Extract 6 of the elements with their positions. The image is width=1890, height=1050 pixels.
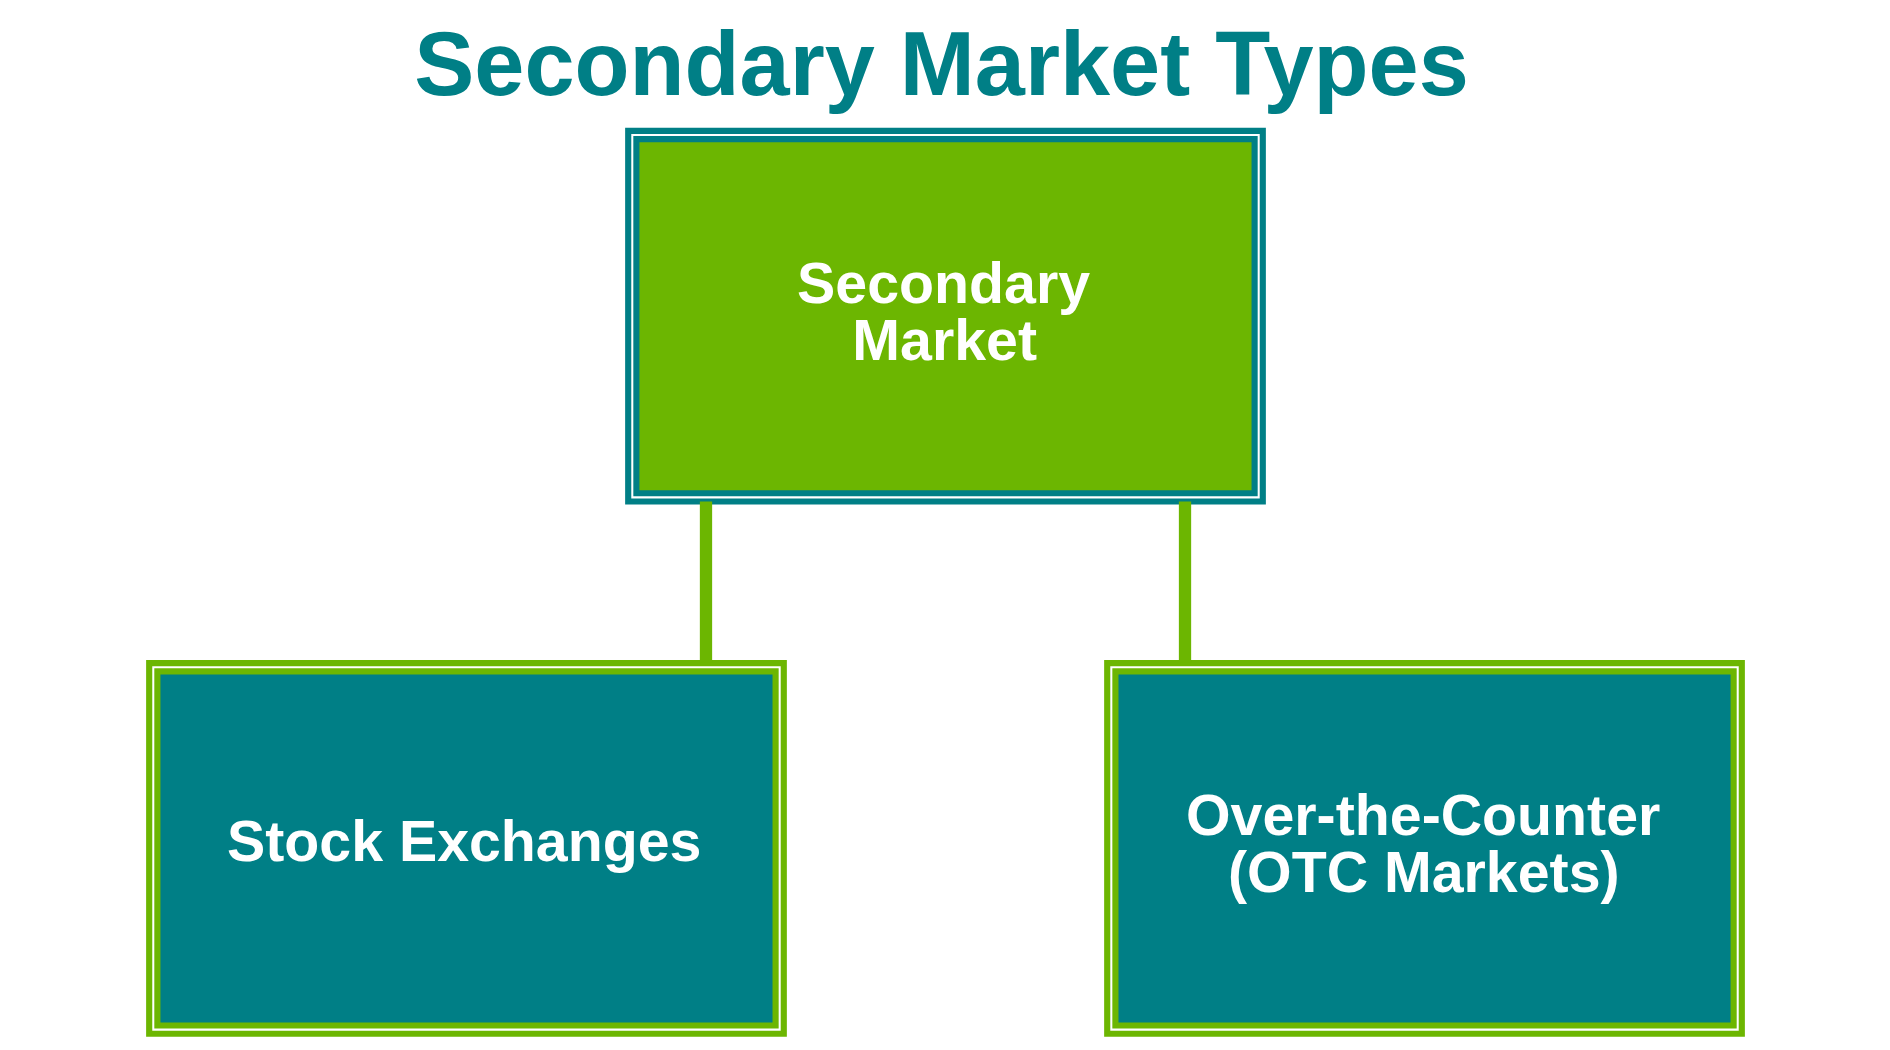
diagram-title: Secondary Market Types (413, 12, 1469, 114)
connector (699, 501, 712, 663)
connector (1178, 501, 1191, 663)
node-box: Over-the-Counter (OTC Markets) (1103, 660, 1745, 1037)
node-box: Stock Exchanges (145, 660, 787, 1037)
node-box: Secondary Market (624, 127, 1266, 505)
